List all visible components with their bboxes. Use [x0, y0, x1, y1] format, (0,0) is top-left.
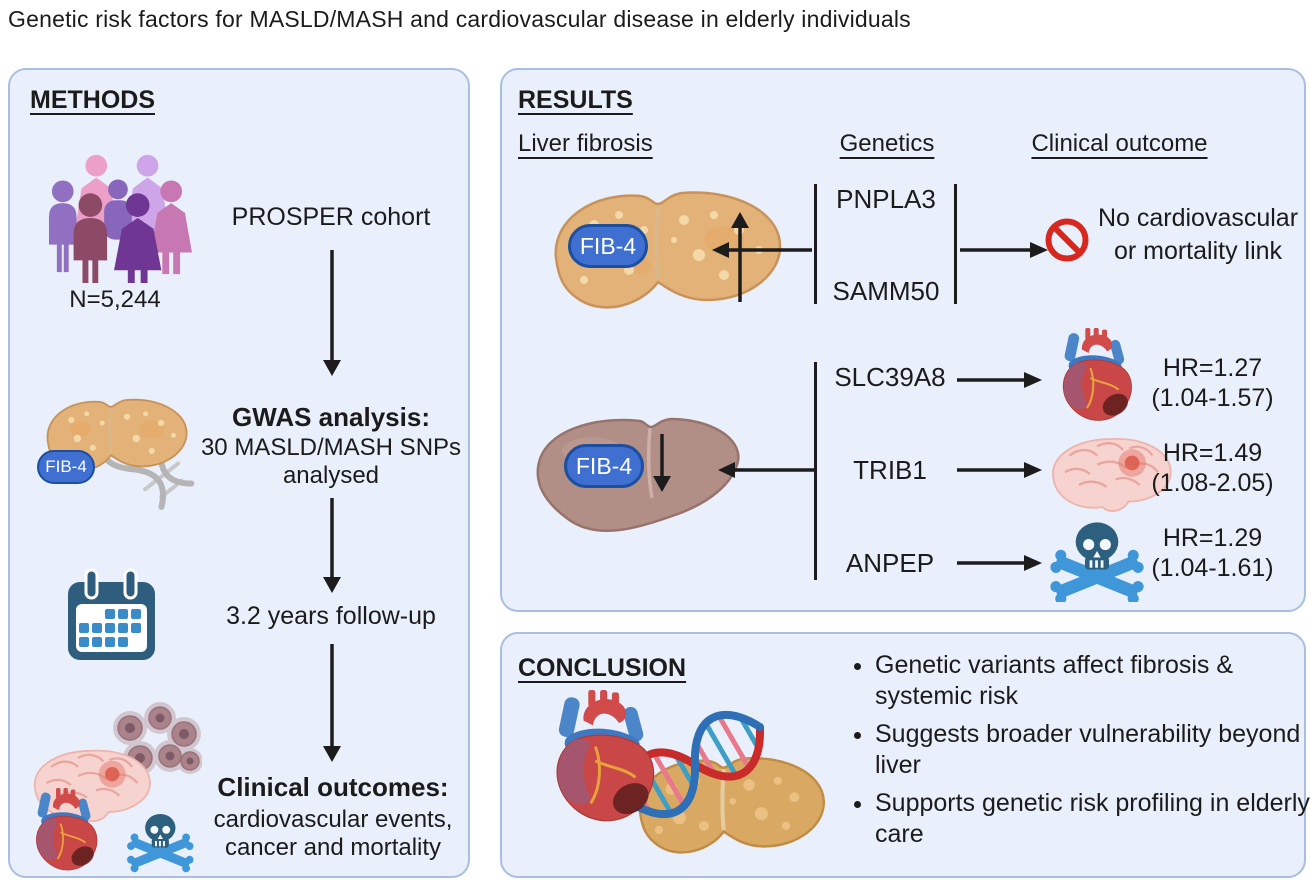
conclusion-panel: CONCLUSION	[500, 632, 1310, 878]
healthy-liver-icon	[536, 417, 740, 532]
no-symbol-icon	[1045, 218, 1089, 262]
conclusion-bullet-list: Genetic variants affect fibrosis & syste…	[847, 650, 1310, 857]
association-arrow-left-icon	[712, 242, 812, 258]
association-arrow-right-icon	[957, 462, 1042, 478]
gene-bracket-right	[954, 184, 957, 304]
association-arrow-right-icon	[957, 555, 1042, 571]
gene-label: SLC39A8	[834, 362, 946, 392]
step-outcomes-line1: cardiovascular events,	[213, 806, 453, 833]
calendar-icon	[68, 568, 155, 660]
conclusion-bullet: Supports genetic risk profiling in elder…	[875, 788, 1310, 850]
step-outcomes-line2: cancer and mortality	[224, 834, 442, 861]
row1-outcome-line1: No cardiovascular	[1097, 204, 1299, 232]
gene-label: TRIB1	[853, 455, 927, 485]
gene-label: PNPLA3	[836, 184, 936, 214]
fatty-liver-dna-icon	[46, 398, 195, 510]
conclusion-bullet: Genetic variants affect fibrosis & syste…	[875, 650, 1310, 712]
column-genetics: Genetics	[839, 130, 935, 157]
anatomical-heart-icon	[556, 690, 655, 822]
column-clinical-outcome: Clinical outcome	[1031, 130, 1208, 157]
flow-arrow-down-icon	[323, 250, 341, 376]
gene-bracket-left	[814, 362, 817, 580]
conclusion-bullet: Suggests broader vulnerability beyond li…	[875, 719, 1310, 781]
increase-arrow-icon	[731, 212, 749, 302]
hr-value: HR=1.27	[1162, 354, 1263, 382]
heart-icon	[1062, 328, 1132, 421]
skull-crossbones-icon	[1050, 522, 1144, 602]
fatty-liver-icon	[638, 757, 825, 854]
fib4-badge: FIB-4	[568, 224, 648, 268]
association-arrow-left-icon	[718, 462, 816, 478]
brain-icon	[33, 749, 151, 823]
flow-arrow-down-icon	[323, 644, 341, 762]
step-gwas-line2: analysed	[282, 462, 380, 489]
column-liver-fibrosis: Liver fibrosis	[518, 130, 653, 157]
fib4-badge: FIB-4	[564, 444, 644, 488]
row1-outcome-line2: or mortality link	[1113, 237, 1283, 265]
gene-label: ANPEP	[845, 548, 935, 578]
results-heading: RESULTS	[518, 86, 633, 114]
gene-label: SAMM50	[832, 276, 940, 306]
decrease-arrow-icon	[653, 434, 671, 492]
association-arrow-right-icon	[960, 242, 1048, 258]
fib4-badge: FIB-4	[37, 450, 95, 484]
cohort-size-label: N=5,244	[69, 286, 161, 313]
step-gwas-line1: 30 MASLD/MASH SNPs	[200, 434, 462, 461]
step-prosper-cohort: PROSPER cohort	[231, 203, 431, 231]
hr-ci: (1.04-1.57)	[1151, 384, 1274, 412]
methods-heading: METHODS	[30, 86, 155, 114]
results-panel: RESULTS Liver fibrosis Genetics Clinical…	[500, 68, 1306, 612]
skull-crossbones-icon	[127, 813, 194, 873]
hr-ci: (1.08-2.05)	[1151, 469, 1274, 497]
step-followup: 3.2 years follow-up	[226, 602, 436, 630]
step-outcomes-title: Clinical outcomes:	[217, 772, 449, 802]
flow-arrow-down-icon	[323, 498, 341, 593]
cancer-cells-icon	[113, 702, 202, 775]
page-title: Genetic risk factors for MASLD/MASH and …	[8, 6, 911, 32]
hr-value: HR=1.49	[1162, 439, 1263, 467]
conclusion-heading: CONCLUSION	[518, 654, 687, 682]
association-arrow-right-icon	[957, 372, 1042, 388]
people-group-icon	[48, 154, 192, 284]
hr-value: HR=1.29	[1162, 524, 1263, 552]
anatomical-heart-icon	[36, 788, 98, 871]
gene-bracket-left	[814, 184, 817, 304]
hr-ci: (1.04-1.61)	[1151, 554, 1274, 582]
methods-panel: METHODS N=5,244 PROSPER cohort	[8, 68, 470, 878]
outcomes-cluster-icon	[33, 702, 202, 873]
heart-dna-liver-icon	[556, 690, 825, 854]
brain-icon	[1052, 438, 1172, 512]
step-gwas-title: GWAS analysis:	[232, 402, 430, 432]
